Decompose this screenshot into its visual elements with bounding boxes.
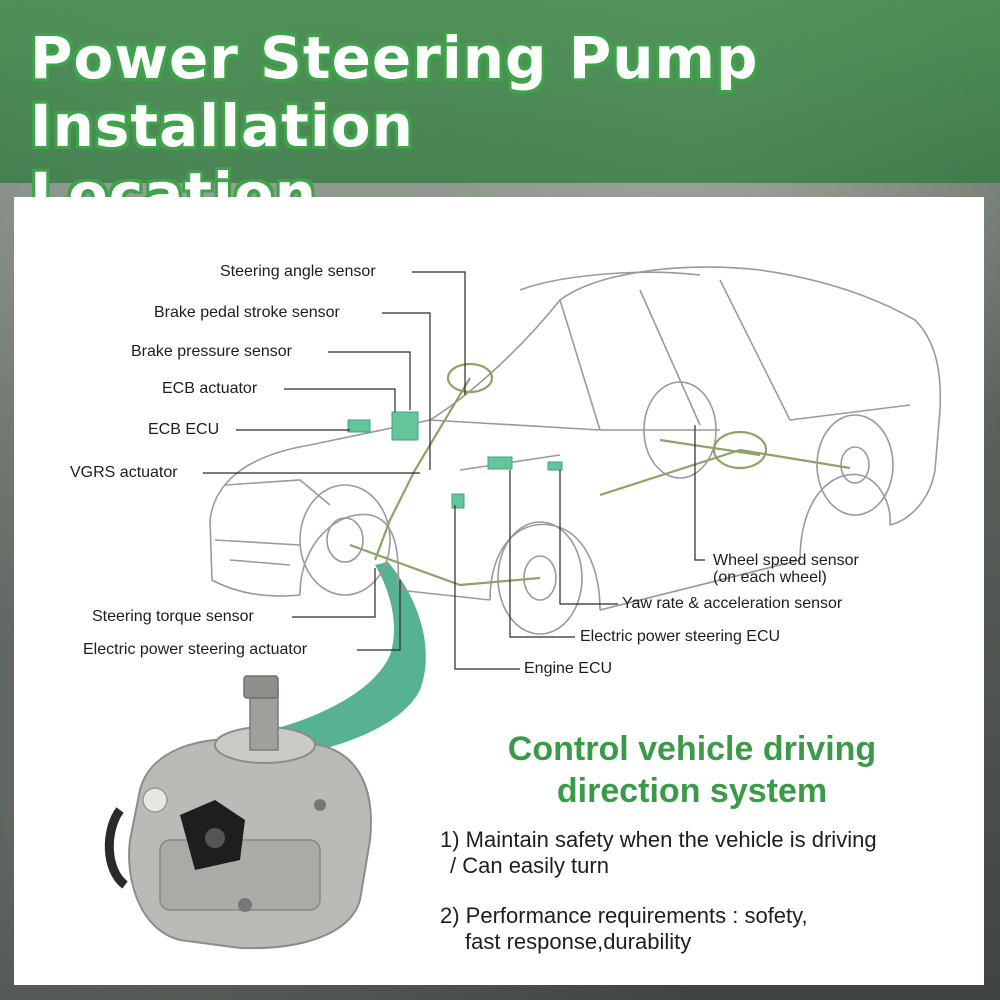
wheels <box>299 381 894 635</box>
highlight-funnel <box>230 562 426 760</box>
callout-brake-pedal-stroke-sensor: Brake pedal stroke sensor <box>154 304 340 321</box>
callout-yaw-rate-sensor: Yaw rate & acceleration sensor <box>622 595 843 612</box>
point-1-line-1: 1) Maintain safety when the vehicle is d… <box>440 827 877 852</box>
callout-wheel-speed-sensor-note: (on each wheel) <box>713 569 827 586</box>
callout-eps-actuator: Electric power steering actuator <box>83 641 308 658</box>
point-2-line-1: 2) Performance requirements : sofety, <box>440 903 808 928</box>
callout-ecb-ecu: ECB ECU <box>148 421 220 438</box>
leader-lines <box>203 271 705 670</box>
system-title: Control vehicle driving direction system <box>452 728 932 812</box>
title-line-1: Power Steering Pump Installation <box>30 24 759 160</box>
point-2-line-2: fast response,durability <box>465 929 692 954</box>
callout-wheel-speed-sensor: Wheel speed sensor <box>713 552 859 569</box>
point-1-line-2: / Can easily turn <box>450 853 609 878</box>
drivetrain <box>349 362 851 587</box>
callout-vgrs-actuator: VGRS actuator <box>70 464 178 481</box>
callout-eps-ecu: Electric power steering ECU <box>580 628 781 645</box>
callout-steering-angle-sensor: Steering angle sensor <box>220 263 376 280</box>
callout-ecb-actuator: ECB actuator <box>162 380 258 397</box>
title-banner <box>0 0 1000 183</box>
callout-engine-ecu: Engine ECU <box>524 660 613 677</box>
callout-steering-torque-sensor: Steering torque sensor <box>92 608 254 625</box>
car-outline <box>209 266 942 611</box>
pump-illustration <box>104 675 372 950</box>
system-title-line-1: Control vehicle driving <box>507 730 877 768</box>
callout-brake-pressure-sensor: Brake pressure sensor <box>131 343 292 360</box>
components <box>347 411 563 509</box>
system-title-line-2: direction system <box>556 772 828 810</box>
